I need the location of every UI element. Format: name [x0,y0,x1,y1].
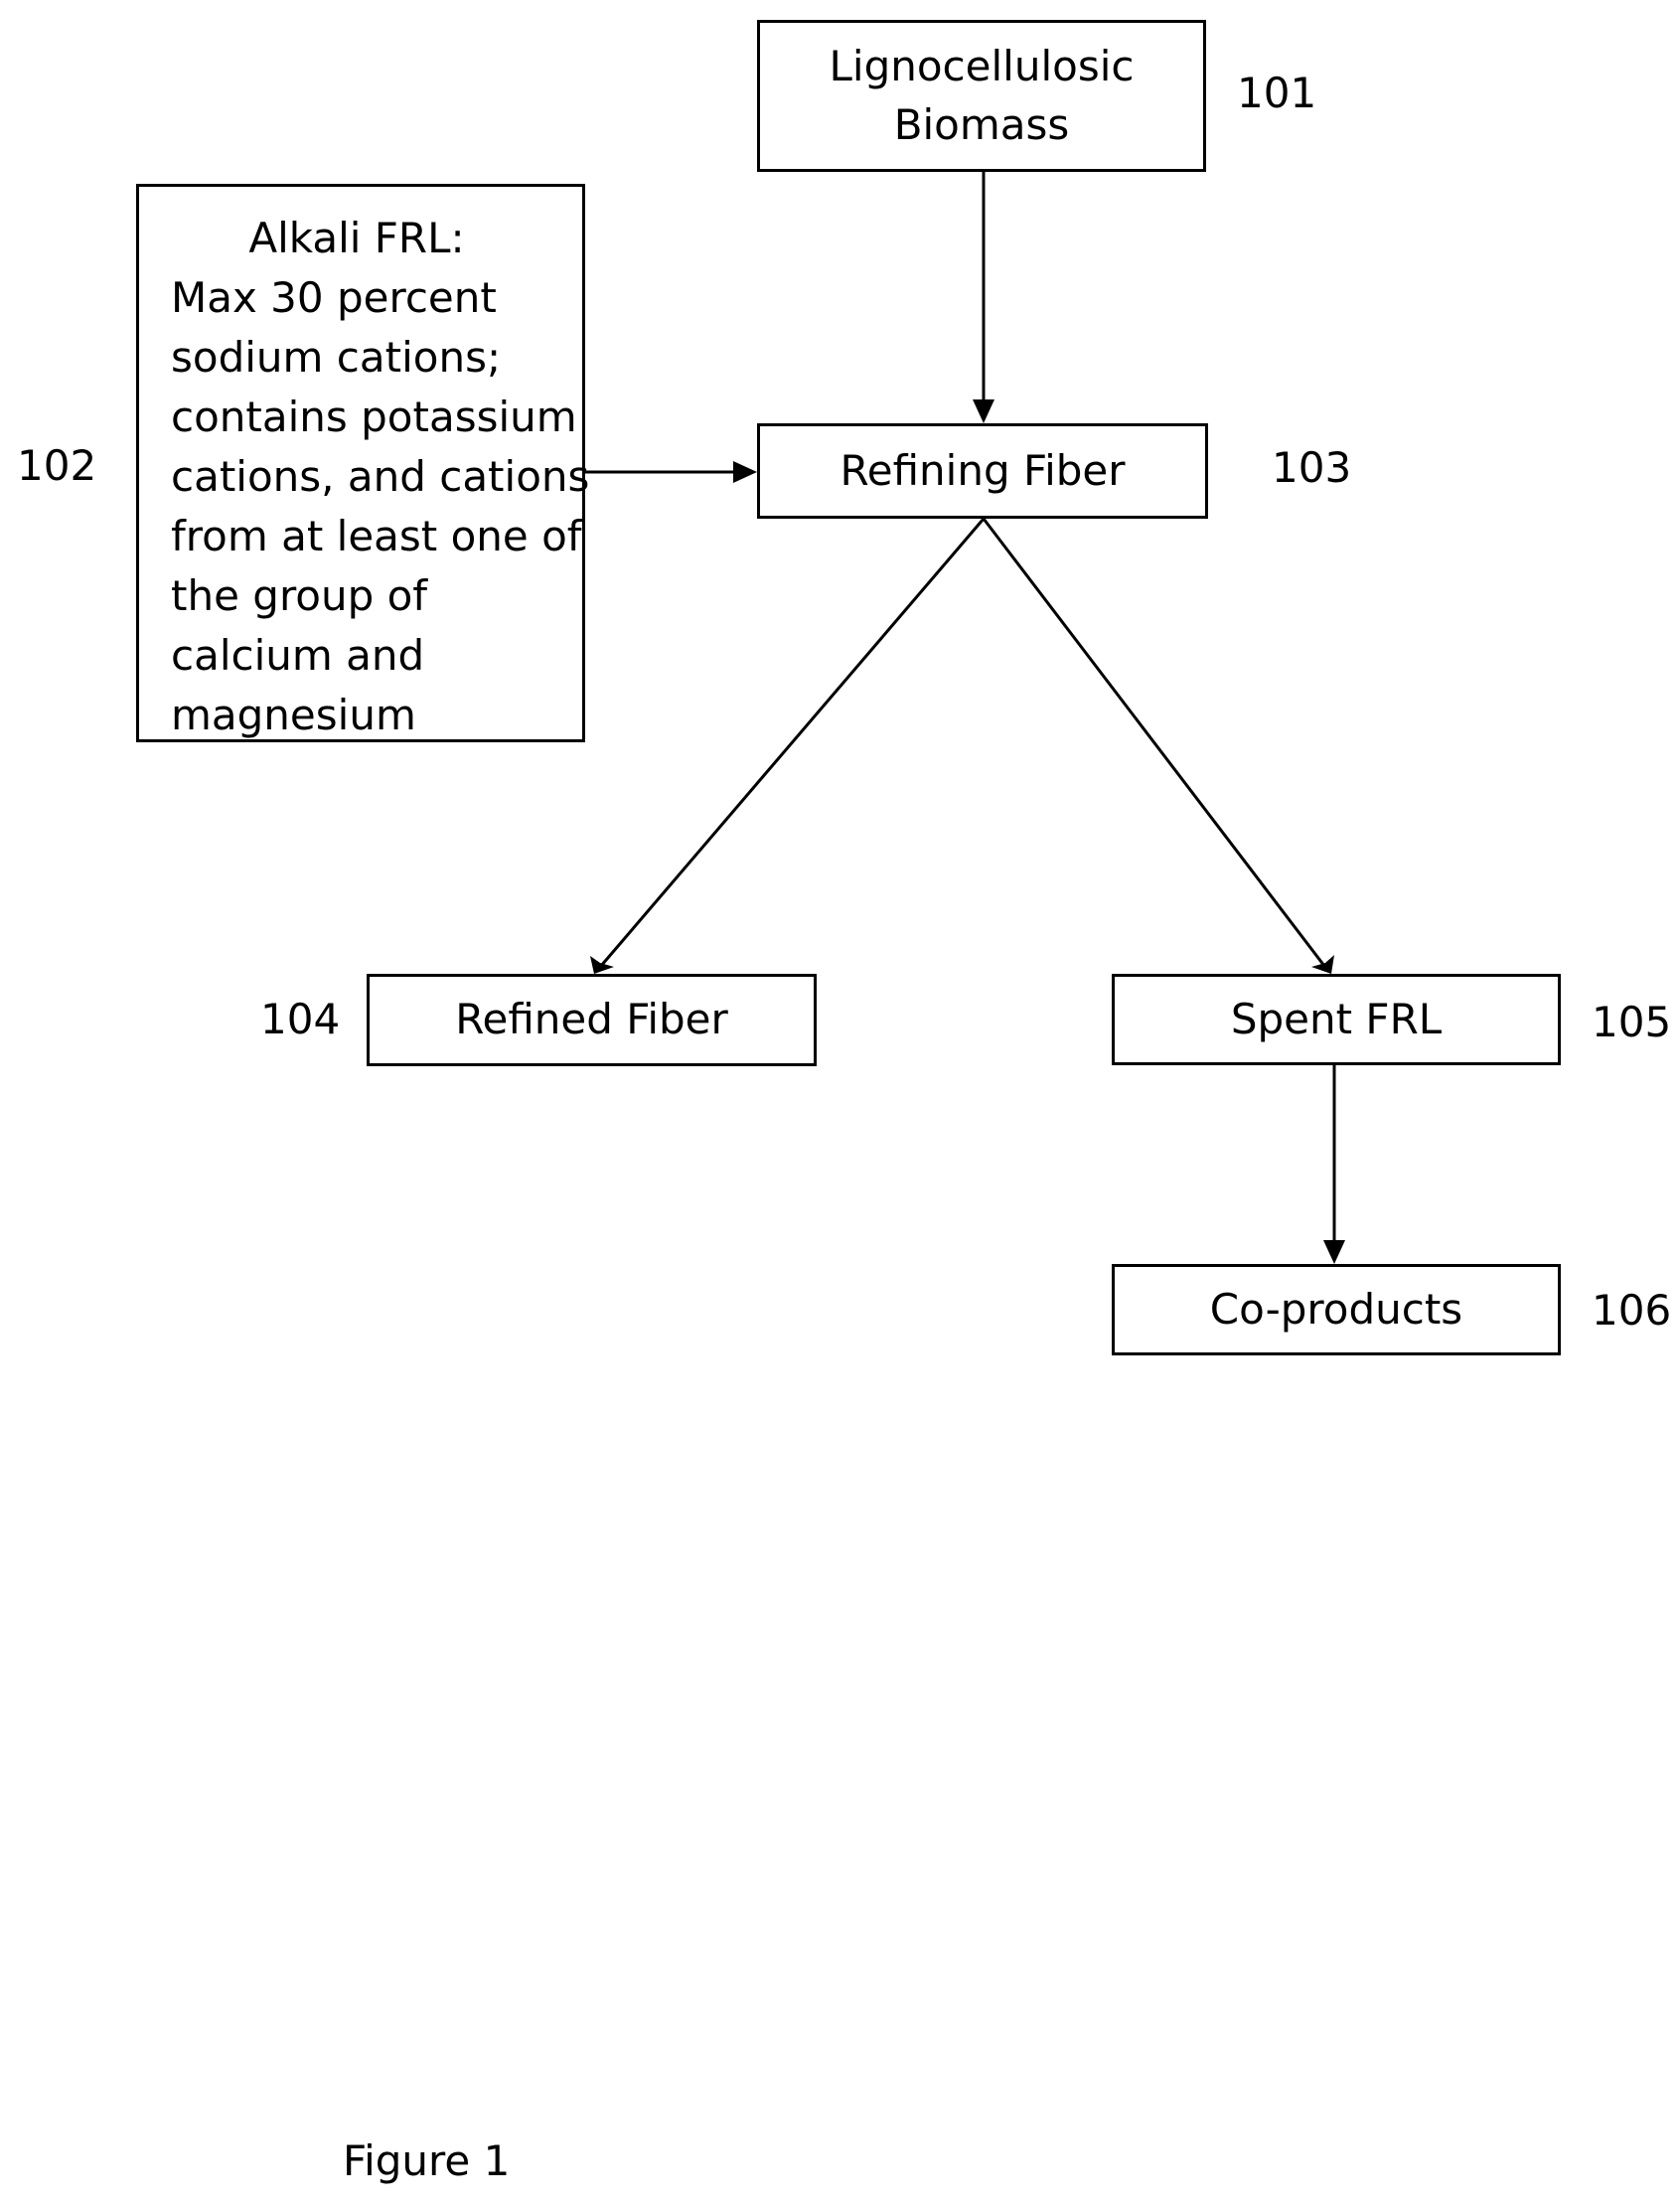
alkali-frl-line: from at least one of [171,507,562,566]
arrow-refining-to-spent [984,519,1324,966]
alkali-frl-line: Max 30 percent [171,268,562,328]
ref-104: 104 [260,999,340,1040]
box-alkali-frl: Alkali FRL: Max 30 percent sodium cation… [136,184,585,742]
alkali-frl-line: contains potassium [171,388,562,447]
arrowhead-refining-to-spent [1311,955,1334,974]
alkali-frl-line: calcium and [171,626,562,686]
alkali-frl-heading: Alkali FRL: [171,209,562,268]
ref-106: 106 [1592,1290,1671,1332]
biomass-label-line1: Lignocellulosic [830,38,1135,96]
arrowhead-alkali-to-refining [733,461,757,483]
alkali-frl-line: magnesium [171,686,562,745]
alkali-frl-line: cations, and cations [171,447,562,507]
arrowhead-refining-to-refined [590,956,614,974]
box-refining-fiber: Refining Fiber [757,423,1208,519]
alkali-frl-line: sodium cations; [171,328,562,388]
figure-caption: Figure 1 [343,2140,510,2182]
ref-102: 102 [17,445,96,487]
arrowhead-spent-to-coproducts [1323,1240,1345,1264]
biomass-label-line2: Biomass [830,96,1135,155]
arrowhead-biomass-to-refining [973,399,994,423]
ref-103: 103 [1272,447,1351,489]
alkali-frl-line: the group of [171,566,562,626]
spent-frl-label: Spent FRL [1231,991,1442,1049]
box-co-products: Co-products [1112,1264,1561,1355]
ref-105: 105 [1592,1002,1671,1043]
refining-fiber-label: Refining Fiber [840,442,1125,501]
box-spent-frl: Spent FRL [1112,974,1561,1065]
box-refined-fiber: Refined Fiber [367,974,817,1066]
ref-101: 101 [1237,73,1316,114]
refined-fiber-label: Refined Fiber [455,991,728,1049]
box-lignocellulosic-biomass: Lignocellulosic Biomass [757,20,1206,172]
arrow-refining-to-refined [601,519,984,966]
co-products-label: Co-products [1210,1281,1462,1340]
